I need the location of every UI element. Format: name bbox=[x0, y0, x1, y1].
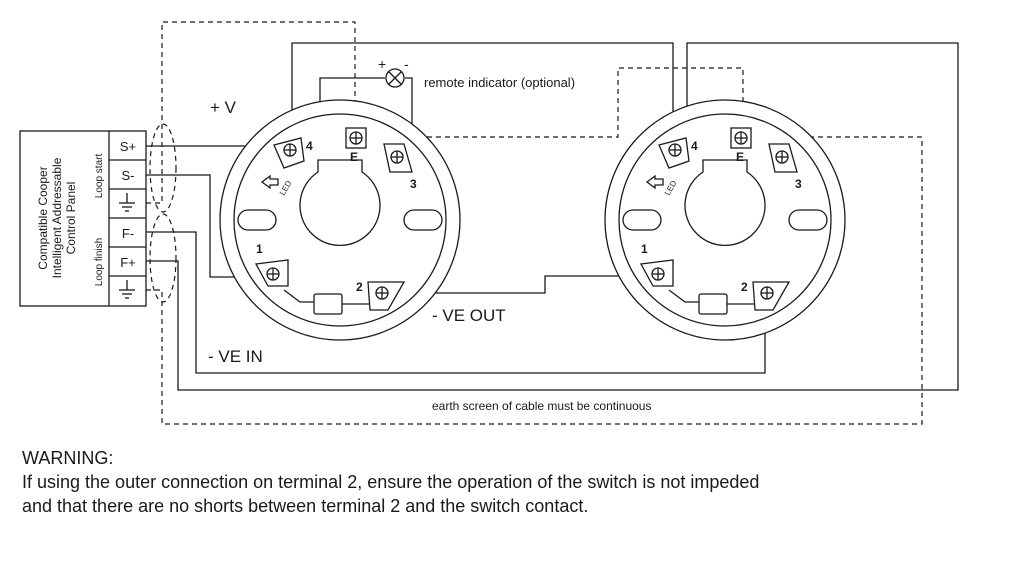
base2-terminal-3: 3 bbox=[795, 177, 802, 191]
panel-earth-icon bbox=[119, 280, 135, 299]
base2-terminal-e: E bbox=[736, 150, 744, 164]
warning-text: WARNING: If using the outer connection o… bbox=[22, 446, 1002, 518]
remote-indicator-label: remote indicator (optional) bbox=[424, 75, 575, 90]
control-panel bbox=[19, 130, 147, 307]
base1-terminal-1: 1 bbox=[256, 242, 263, 256]
remote-indicator-lamp bbox=[385, 68, 405, 88]
base1-terminal-3: 3 bbox=[410, 177, 417, 191]
cable-ellipse-loop-start bbox=[149, 123, 177, 213]
panel-title-line-1: Compatible Cooper bbox=[36, 166, 50, 269]
base2-terminal-1: 1 bbox=[641, 242, 648, 256]
remote-indicator-plus: + bbox=[378, 56, 386, 72]
base2-terminal-2: 2 bbox=[741, 280, 748, 294]
earth-screen-wiring bbox=[146, 21, 923, 425]
warning-line-2: and that there are no shorts between ter… bbox=[22, 496, 589, 516]
panel-title: Compatible Cooper Intelligent Addressabl… bbox=[36, 157, 78, 278]
warning-title: WARNING: bbox=[22, 448, 114, 468]
panel-earth-icon bbox=[119, 193, 135, 212]
terminal-s-plus: S+ bbox=[120, 139, 136, 154]
remote-indicator-minus: - bbox=[404, 56, 409, 72]
base1-terminal-4: 4 bbox=[306, 139, 313, 153]
panel-title-line-3: Control Panel bbox=[64, 182, 78, 255]
ve-in-label: - VE IN bbox=[208, 347, 263, 366]
terminal-f-plus: F+ bbox=[120, 255, 136, 270]
warning-line-1: If using the outer connection on termina… bbox=[22, 472, 760, 492]
detector-base-1 bbox=[219, 99, 461, 341]
detector-base-2 bbox=[604, 99, 846, 341]
base1-terminal-e: E bbox=[350, 150, 358, 164]
plus-v-label: + V bbox=[210, 98, 237, 117]
terminal-s-minus: S- bbox=[122, 168, 135, 183]
panel-title-line-2: Intelligent Addressable bbox=[50, 157, 64, 278]
base1-terminal-2: 2 bbox=[356, 280, 363, 294]
base2-terminal-4: 4 bbox=[691, 139, 698, 153]
earth-screen-note: earth screen of cable must be continuous bbox=[432, 399, 651, 413]
cable-ellipse-loop-finish bbox=[149, 213, 177, 303]
loop-start-label: Loop start bbox=[94, 154, 105, 199]
loop-finish-label: Loop finish bbox=[94, 238, 105, 286]
terminal-f-minus: F- bbox=[122, 226, 134, 241]
ve-out-label: - VE OUT bbox=[432, 306, 506, 325]
